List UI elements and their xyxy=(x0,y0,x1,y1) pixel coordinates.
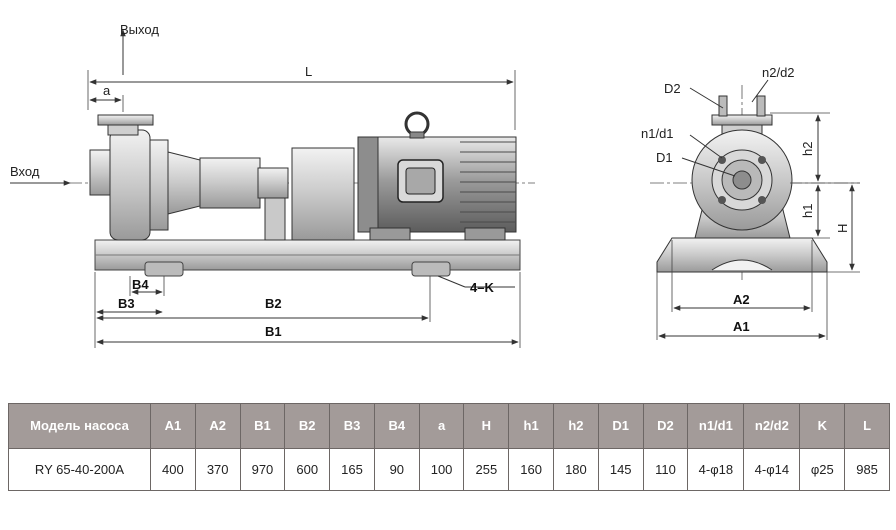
value-cell: 970 xyxy=(239,448,286,491)
dim-L-label: L xyxy=(305,64,312,79)
value-cell: 370 xyxy=(194,448,241,491)
header-cell: H xyxy=(463,403,510,449)
pump-side-view xyxy=(45,111,535,277)
header-cell: Модель насоса xyxy=(8,403,151,449)
dim-a-label: a xyxy=(103,83,111,98)
pump-dimension-drawing: Выход Вход L a B4 B3 B2 B1 4–K xyxy=(10,22,860,348)
header-cell: D2 xyxy=(642,403,689,449)
value-cell: 985 xyxy=(844,448,890,491)
end-view-dimensions: D2 n2/d2 n1/d1 D1 h2 h1 H A2 A1 xyxy=(641,65,860,340)
value-cell: 110 xyxy=(642,448,689,491)
outlet-label: Выход xyxy=(120,22,159,37)
dim-H-label: H xyxy=(835,224,850,233)
value-cell: 165 xyxy=(329,448,375,491)
value-cell: 100 xyxy=(418,448,465,491)
header-cell: A1 xyxy=(150,403,196,449)
pump-end-view xyxy=(650,85,860,280)
table-row: RY 65-40-200A 400 370 970 600 165 90 100… xyxy=(8,448,890,491)
dim-B3-label: B3 xyxy=(118,296,135,311)
value-cell: φ25 xyxy=(799,448,846,491)
header-cell: n1/d1 xyxy=(687,403,745,449)
spec-table-header: Модель насоса A1 A2 B1 B2 B3 B4 a H h1 h… xyxy=(8,403,890,449)
header-cell: h1 xyxy=(508,403,555,449)
dim-h1-label: h1 xyxy=(800,204,815,218)
dim-D2-label: D2 xyxy=(664,81,681,96)
header-cell: n2/d2 xyxy=(743,403,801,449)
header-cell: A2 xyxy=(194,403,241,449)
header-cell: D1 xyxy=(597,403,644,449)
value-cell: 180 xyxy=(553,448,599,491)
header-cell: a xyxy=(418,403,465,449)
header-cell: B1 xyxy=(239,403,286,449)
dim-B1-label: B1 xyxy=(265,324,282,339)
spec-table: Модель насоса A1 A2 B1 B2 B3 B4 a H h1 h… xyxy=(8,403,890,491)
model-cell: RY 65-40-200A xyxy=(8,448,151,491)
header-cell: B2 xyxy=(284,403,331,449)
header-cell: B4 xyxy=(373,403,420,449)
header-cell: h2 xyxy=(553,403,599,449)
dim-A2-label: A2 xyxy=(733,292,750,307)
dim-B4-label: B4 xyxy=(132,277,149,292)
value-cell: 160 xyxy=(508,448,555,491)
dim-n2d2-label: n2/d2 xyxy=(762,65,795,80)
dim-n1d1-label: n1/d1 xyxy=(641,126,674,141)
dim-D1-label: D1 xyxy=(656,150,673,165)
dim-B2-label: B2 xyxy=(265,296,282,311)
header-cell: L xyxy=(844,403,890,449)
dim-A1-label: A1 xyxy=(733,319,750,334)
value-cell: 90 xyxy=(373,448,420,491)
value-cell: 145 xyxy=(597,448,644,491)
value-cell: 4-φ18 xyxy=(687,448,745,491)
value-cell: 400 xyxy=(150,448,196,491)
header-cell: K xyxy=(799,403,846,449)
value-cell: 4-φ14 xyxy=(743,448,801,491)
value-cell: 255 xyxy=(463,448,510,491)
value-cell: 600 xyxy=(284,448,331,491)
dim-h2-label: h2 xyxy=(800,142,815,156)
side-view-dimensions: Выход Вход L a B4 B3 B2 B1 4–K xyxy=(10,22,521,348)
header-cell: B3 xyxy=(329,403,375,449)
inlet-label: Вход xyxy=(10,164,40,179)
dim-K-label: 4–K xyxy=(470,280,494,295)
